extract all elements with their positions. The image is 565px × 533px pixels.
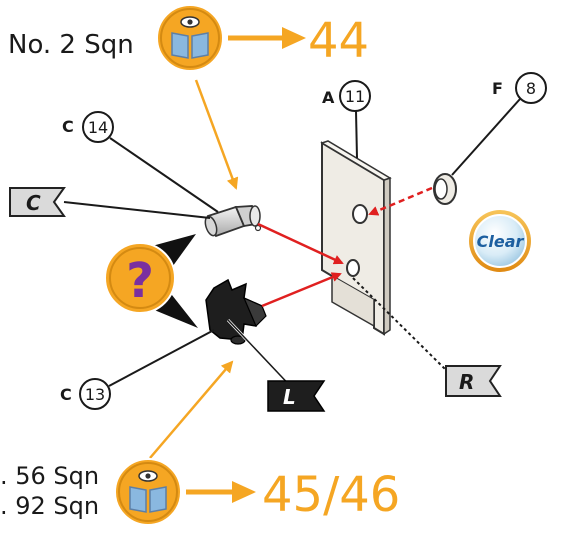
flag-r: R [445, 365, 502, 397]
part-f-number: 8 [526, 79, 536, 98]
flag-c-leader [63, 201, 211, 219]
panel-part-a [320, 140, 392, 336]
part-f-callout [515, 72, 547, 104]
part-c13-leader [108, 329, 215, 387]
part-a-callout [339, 80, 371, 112]
flag-r-label: R [459, 370, 474, 394]
bottom-leader-arrow [149, 360, 234, 459]
clear-badge: Clear [469, 210, 531, 272]
part-c13-letter: C [60, 385, 72, 404]
washer-part-f [433, 173, 457, 205]
part-f-letter: F [492, 79, 503, 98]
pin-c14-insert-arrow [257, 222, 344, 265]
part-c14-letter: C [62, 117, 74, 136]
question-badge-label: ? [126, 253, 154, 309]
part-a-letter: A [322, 88, 335, 107]
part-c14-callout [82, 111, 114, 143]
part-c14-number: 14 [88, 118, 108, 137]
pin-c13-insert-arrow [261, 272, 342, 308]
part-f-leader [451, 98, 521, 176]
top-page-number: 44 [308, 13, 369, 69]
book-eye-icon [156, 4, 224, 72]
flag-l-leader [227, 319, 297, 393]
part-c13-callout [79, 378, 111, 410]
top-leader-arrow [194, 79, 239, 190]
bottom-squadron-label-1: . 56 Sqn [0, 462, 99, 490]
part-c13-number: 13 [85, 385, 105, 404]
washer-insert-arrow [368, 186, 433, 216]
bottom-squadron-label-2: . 92 Sqn [0, 492, 99, 520]
flag-c-label: C [26, 191, 41, 215]
pin-part-c13 [205, 278, 267, 345]
book-eye-icon-bottom [114, 458, 182, 526]
pin-part-c14 [204, 205, 262, 238]
flag-l-label: L [283, 385, 296, 409]
question-badge: ? [104, 234, 198, 328]
top-squadron-label: No. 2 Sqn [8, 30, 134, 60]
part-c14-leader [109, 137, 219, 213]
part-a-number: 11 [345, 87, 365, 106]
flag-c: C [9, 187, 66, 217]
flag-r-leader [352, 277, 447, 371]
bottom-page-number: 45/46 [262, 467, 400, 523]
flag-l: L [267, 380, 326, 412]
part-a-leader [355, 110, 358, 159]
clear-badge-label: Clear [477, 232, 525, 251]
